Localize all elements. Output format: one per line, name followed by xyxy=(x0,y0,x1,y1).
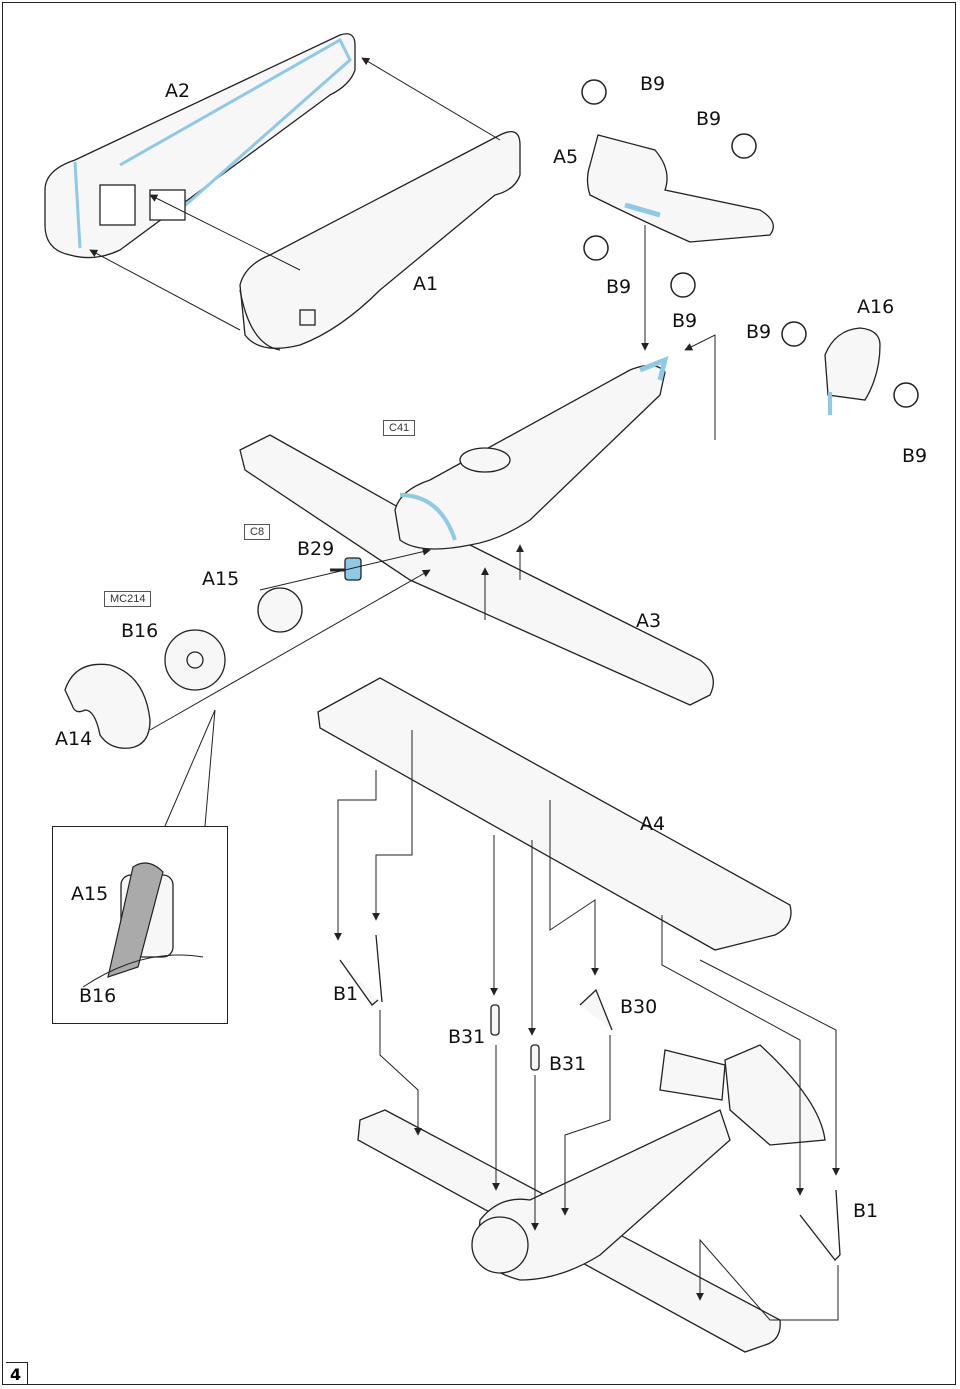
lower-wing-a3-and-fuselage xyxy=(239,355,714,706)
detail-inset: A15 B16 xyxy=(52,826,228,1024)
label-b31-2: B31 xyxy=(549,1053,587,1075)
label-b30: B30 xyxy=(620,996,658,1018)
fuselage-half-a2 xyxy=(44,33,356,259)
label-b29: B29 xyxy=(297,538,335,560)
fuselage-half-a1 xyxy=(239,131,521,351)
tailplane-a5 xyxy=(586,134,774,243)
label-b9-1: B9 xyxy=(640,73,666,95)
final-assembly xyxy=(357,1044,826,1353)
label-b1-right: B1 xyxy=(853,1200,879,1222)
page-number: 4 xyxy=(6,1362,29,1384)
ref-c8: C8 xyxy=(244,524,271,541)
label-b16: B16 xyxy=(121,620,159,642)
inset-drawing xyxy=(82,862,204,988)
label-b31-1: B31 xyxy=(448,1026,486,1048)
struts xyxy=(339,934,841,1261)
a1-a2-alignment-lines xyxy=(89,57,501,331)
no-glue-symbols xyxy=(581,79,919,408)
label-b9-5: B9 xyxy=(746,321,772,343)
engine-parts xyxy=(164,557,362,691)
label-a14: A14 xyxy=(55,728,93,750)
ref-c41: C41 xyxy=(383,420,416,437)
label-a4: A4 xyxy=(640,813,666,835)
label-a5: A5 xyxy=(553,146,579,168)
cowling-a14 xyxy=(64,663,151,749)
label-a2: A2 xyxy=(165,80,191,102)
label-a3: A3 xyxy=(636,610,662,632)
inset-label-a15: A15 xyxy=(71,883,109,905)
label-b9-6: B9 xyxy=(902,445,928,467)
label-a16: A16 xyxy=(857,296,895,318)
ref-mc214: MC214 xyxy=(104,591,152,608)
rudder-a16 xyxy=(824,327,881,415)
label-a1: A1 xyxy=(413,273,439,295)
label-b9-3: B9 xyxy=(606,276,632,298)
label-a15: A15 xyxy=(202,568,240,590)
inset-label-b16: B16 xyxy=(79,985,117,1007)
label-b9-4: B9 xyxy=(672,310,698,332)
upper-wing-a4 xyxy=(317,677,792,951)
label-b1-left: B1 xyxy=(333,983,359,1005)
guide-lines xyxy=(149,225,840,1321)
label-b9-2: B9 xyxy=(696,108,722,130)
